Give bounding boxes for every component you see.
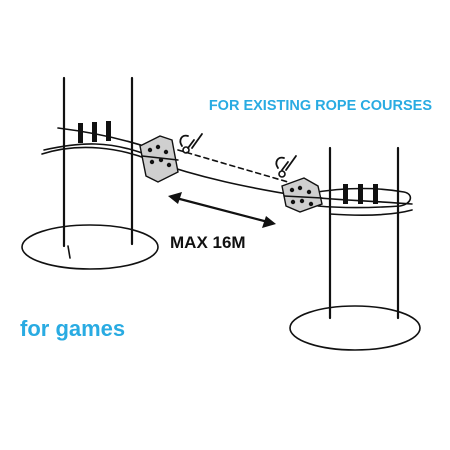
right-pole-base-ring bbox=[289, 305, 421, 351]
left-pole-base-ring bbox=[21, 224, 159, 270]
left-pole bbox=[21, 76, 159, 270]
right-bands bbox=[343, 184, 378, 204]
right-clamp bbox=[281, 177, 323, 213]
right-pole bbox=[289, 146, 421, 351]
carabiner-icon bbox=[179, 133, 203, 154]
dashed-link bbox=[177, 149, 289, 183]
main-cable bbox=[41, 146, 413, 205]
distance-label: MAX 16M bbox=[170, 233, 246, 252]
double-arrow-icon bbox=[168, 192, 276, 228]
carabiner-icon bbox=[275, 155, 297, 178]
left-clamp bbox=[139, 135, 179, 183]
left-bands bbox=[78, 121, 111, 143]
heading-text: FOR EXISTING ROPE COURSES bbox=[209, 98, 432, 114]
caption-text: for games bbox=[20, 316, 125, 341]
